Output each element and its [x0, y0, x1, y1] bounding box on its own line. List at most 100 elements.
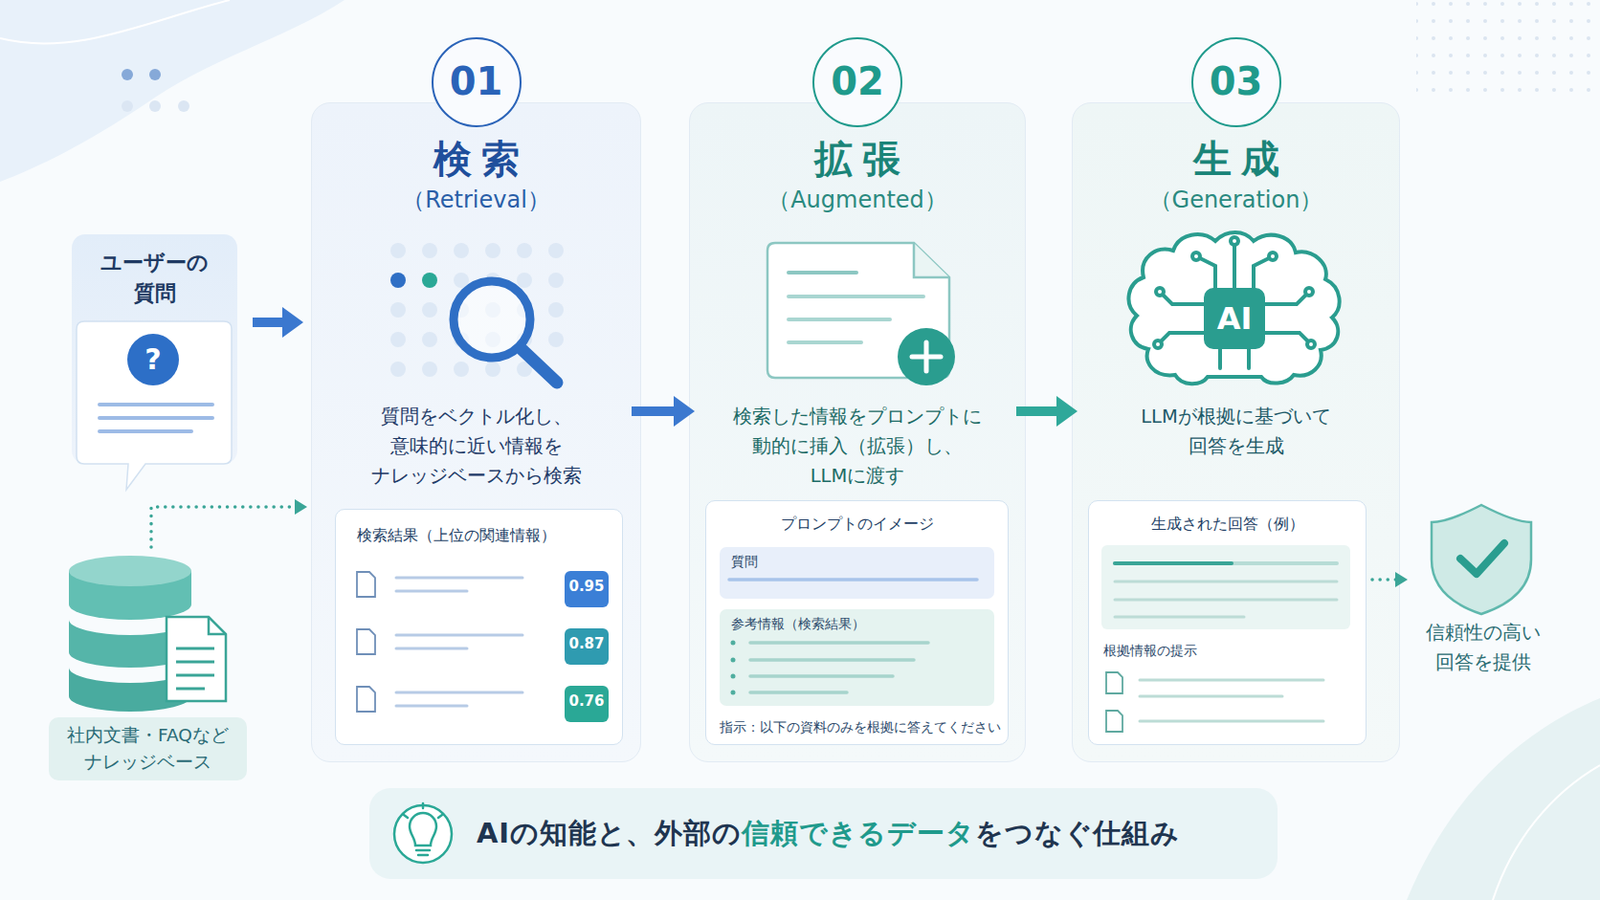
score-badge: 0.76	[564, 686, 609, 723]
answer-lines	[1101, 545, 1351, 733]
search-icon	[548, 332, 564, 348]
corner-wave	[1406, 698, 1600, 900]
answer-lines	[1106, 711, 1123, 733]
step-description: LLMが根拠に基づいて 回答を生成	[1133, 401, 1339, 462]
connector-line	[252, 317, 285, 328]
search-icon	[453, 361, 469, 378]
corner-dots	[121, 100, 134, 112]
brain-icon	[1232, 241, 1237, 289]
corner-wave	[0, 0, 345, 182]
summary-highlight: 信頼できるデータ	[741, 815, 976, 854]
answer-lines	[1101, 545, 1351, 630]
bulb-icon	[438, 815, 443, 819]
connector-line	[1372, 577, 1398, 582]
search-icon	[485, 361, 501, 378]
search-icon	[422, 332, 438, 348]
answer-lines	[1114, 580, 1337, 584]
text-row: AIの知能と、外部の信頼できるデータをつなぐ仕組み	[476, 788, 1268, 880]
document-plus-icon	[911, 355, 941, 360]
result-rows	[396, 647, 467, 651]
step-panel: 01検索（Retrieval）質問をベクトル化し、 意味的に近い情報を ナレッジ…	[311, 102, 642, 763]
search-icon	[422, 302, 438, 318]
connector-line	[631, 406, 676, 417]
step-number: 01	[431, 37, 522, 128]
answer-lines	[1114, 616, 1245, 620]
answer-lines	[1114, 561, 1232, 566]
answer-lines	[1139, 679, 1324, 683]
step-title: 生成	[1072, 135, 1400, 182]
search-icon	[485, 243, 501, 259]
database-icon	[68, 555, 192, 587]
box-heading: ユーザーの 質問	[91, 247, 219, 310]
search-icon	[422, 272, 438, 289]
document-plus-icon	[767, 243, 956, 386]
search-icon	[390, 243, 564, 383]
shield-icon	[1431, 505, 1532, 615]
prompt-lines	[750, 690, 847, 695]
result-label: 信頼性の高い 回答を提供	[1420, 618, 1547, 678]
step-description: 質問をベクトル化し、 意味的に近い情報を ナレッジベースから検索	[364, 401, 589, 491]
summary-band: AIの知能と、外部の信頼できるデータをつなぐ仕組み	[369, 788, 1278, 880]
prompt-box: プロンプトのイメージ指示：以下の資料のみを根拠に答えてください質問参考情報（検索…	[705, 500, 1009, 746]
section-title: 参考情報（検索結果）	[731, 614, 866, 634]
prompt-lines	[750, 641, 929, 645]
prompt-lines	[731, 658, 736, 664]
flow-arrow	[252, 307, 304, 338]
corner-dots	[177, 100, 190, 112]
box-title: 検索結果（上位の関連情報）	[356, 524, 556, 548]
connector-line	[151, 507, 297, 548]
brain-icon	[1307, 340, 1315, 349]
instruction-text: 指示：以下の資料のみを根拠に答えてください	[719, 717, 1001, 737]
shield-icon	[1460, 543, 1505, 575]
document-plus-icon	[897, 328, 956, 386]
prompt-lines	[731, 641, 736, 646]
result-rows	[356, 572, 523, 712]
question-card	[127, 333, 179, 386]
question-mark: ?	[133, 340, 173, 379]
document-plus-icon	[913, 243, 950, 278]
database-icon	[176, 688, 205, 691]
database-icon	[176, 647, 215, 651]
score-badge: 0.87	[564, 628, 609, 666]
step-title: 拡張	[689, 135, 1025, 182]
bulb-icon	[403, 815, 408, 819]
ai-mark: AI	[1203, 294, 1266, 343]
section-title: 根拠情報の提示	[1103, 641, 1198, 661]
search-icon	[390, 361, 406, 378]
brain-icon	[1154, 340, 1162, 349]
corner-wave	[1406, 698, 1600, 900]
search-icon	[390, 243, 406, 259]
prompt-lines	[750, 658, 914, 663]
corner-wave	[1492, 765, 1600, 900]
brain-icon	[1305, 288, 1313, 296]
question-card	[76, 321, 232, 490]
database-icon	[176, 661, 215, 665]
bulb-icon	[418, 854, 428, 858]
dotted-arrow	[151, 499, 308, 548]
search-icon	[453, 243, 469, 259]
brain-icon	[1129, 232, 1340, 384]
results-box: 検索結果（上位の関連情報）0.950.870.76	[334, 509, 623, 746]
search-icon	[521, 349, 557, 383]
step-number: 03	[1191, 37, 1282, 128]
step-subtitle: （Augmented）	[689, 186, 1025, 215]
search-icon	[390, 302, 406, 318]
box-title: プロンプトのイメージ	[706, 512, 1008, 536]
box-title: 生成された回答（例）	[1088, 512, 1366, 536]
summary-text: をつなぐ仕組み	[975, 815, 1180, 854]
bulb-icon	[416, 849, 430, 853]
result-rows	[396, 590, 467, 594]
database-label: 社内文書・FAQなど ナレッジベース	[48, 717, 247, 781]
question-card	[99, 429, 192, 434]
document-plus-icon	[788, 294, 924, 299]
search-icon	[548, 243, 564, 259]
summary-text: AIの知能と、外部の	[476, 815, 742, 854]
search-icon	[422, 361, 438, 378]
bulb-icon	[422, 803, 425, 809]
search-icon	[548, 272, 564, 289]
shield-icon	[1431, 505, 1532, 615]
prompt-lines	[729, 577, 978, 582]
brain-icon	[1246, 349, 1251, 369]
brain-icon	[1218, 349, 1223, 369]
